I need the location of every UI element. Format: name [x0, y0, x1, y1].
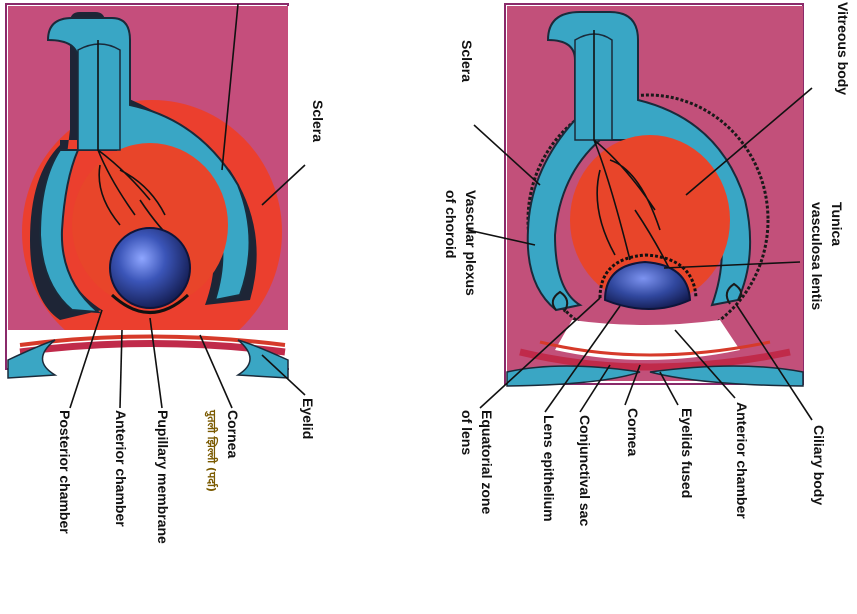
label-left-cornea: Cornea [225, 410, 241, 458]
left-panel [6, 4, 498, 378]
label-left-sclera: Sclera [310, 100, 326, 142]
left-lens [110, 228, 190, 308]
label-left-anterior: Anterior chamber [113, 410, 129, 527]
label-left-eyelid: Eyelid [300, 398, 316, 439]
label-right-lens-epi: Lens epithelium [541, 415, 557, 522]
label-left-pupillary: Pupillary membrane [155, 410, 171, 544]
label-right-vascular-2: of choroid [443, 190, 459, 258]
label-right-conjunctival: Conjunctival sac [577, 415, 593, 526]
label-right-tunica-1: Tunica [829, 202, 845, 246]
label-right-equatorial-1: Equatorial zone [479, 410, 495, 514]
label-right-anterior: Anterior chamber [734, 402, 750, 519]
label-right-vascular-1: Vascular plexus [463, 190, 479, 296]
left-optic-stalk [78, 44, 120, 150]
label-right-eyelids: Eyelids fused [679, 408, 695, 498]
label-right-vitreous: Vitreous body [835, 2, 851, 95]
label-right-sclera: Sclera [459, 40, 475, 82]
label-right-tunica-2: vasculosa lentis [809, 202, 825, 310]
label-right-ciliary: Ciliary body [811, 425, 827, 505]
label-left-posterior: Posterior chamber [57, 410, 73, 534]
right-panel [505, 4, 803, 386]
label-right-cornea: Cornea [625, 408, 641, 456]
label-left-handwritten: पुतली झिल्ली (पर्दा) [204, 409, 219, 492]
label-right-equatorial-2: of lens [459, 410, 475, 455]
